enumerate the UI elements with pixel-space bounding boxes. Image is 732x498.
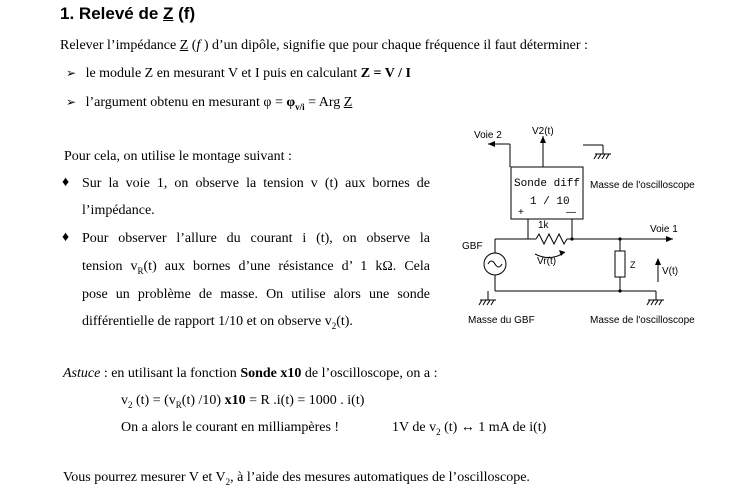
check-item-module: ➢ le module Z en mesurant V et I puis en…	[66, 66, 411, 82]
eq-d: = R .i(t) = 1000 . i(t)	[245, 393, 365, 408]
ground-icon-osc	[646, 299, 664, 306]
voie2-arrowhead	[488, 141, 495, 147]
probe-plus: +	[518, 207, 524, 218]
astuce-note: On a alors le courant en milliampères !	[121, 420, 340, 435]
intro-z: Z	[179, 38, 189, 53]
intro-text-2: (	[188, 38, 197, 53]
bullet-2-line-4: différentielle de rapport 1/10 et on obs…	[82, 314, 353, 331]
footer-line: Vous pourrez mesurer V et V2, à l’aide d…	[63, 470, 530, 487]
voie1-arrowhead	[666, 236, 673, 242]
probe-box	[510, 166, 584, 220]
voie2-label: Voie 2	[474, 130, 502, 141]
bullet-1-line-2: l’impédance.	[82, 203, 155, 218]
eq-c: (t) /10)	[181, 393, 225, 408]
intro-text-3: ) d’un dipôle, signifie que pour chaque …	[200, 38, 588, 53]
arrow-bullet-icon: ➢	[66, 66, 77, 80]
circuit-diagram: Voie 2 V2(t) Sonde diff 1 / 10 + — Masse…	[462, 126, 695, 326]
resistor-label: 1k	[538, 220, 550, 231]
section-title: 1. Relevé de Z (f)	[60, 4, 195, 24]
footer-text-1: Vous pourrez mesurer V et V	[63, 470, 226, 485]
section-title-text: Relevé de	[78, 4, 164, 23]
bullet-2-line-2: tension vR(t) aux bornes d’une résistanc…	[82, 259, 430, 276]
v2t-label: V2(t)	[532, 126, 554, 137]
probe-minus: —	[566, 207, 576, 218]
bullet-2-l4b: (t).	[336, 314, 353, 329]
montage-intro: Pour cela, on utilise le montage suivant…	[64, 149, 292, 164]
vt-label: V(t)	[662, 266, 678, 277]
bullet-1-line-1: Sur la voie 1, on observe la tension v (…	[82, 176, 430, 191]
check-item-argument: ➢ l’argument obtenu en mesurant φ = φv/i…	[66, 95, 352, 112]
footer-text-2: , à l’aide des mesures automatiques de l…	[230, 470, 530, 485]
voie1-label: Voie 1	[650, 224, 678, 235]
eq-a: v	[121, 393, 128, 408]
ground-icon-top	[593, 153, 611, 160]
probe-label: Sonde diff	[514, 178, 580, 190]
footer-sub: 2	[225, 476, 231, 487]
vt-arrowhead	[655, 258, 661, 265]
eq-b: (t) = (v	[132, 393, 176, 408]
check-eq: = Arg	[304, 95, 344, 110]
bullet-2-l4a: différentielle de rapport 1/10 et on obs…	[82, 314, 332, 329]
bullet-2-l2sub: R	[137, 265, 144, 276]
probe-ratio: 1 / 10	[530, 196, 570, 208]
impedance-box	[614, 250, 626, 278]
check-text-module: le module Z en mesurant V et I puis en c…	[85, 66, 361, 81]
intro-line: Relever l’impédance Z (f ) d’un dipôle, …	[60, 38, 588, 54]
vr-label: Vr(t)	[537, 256, 556, 267]
astuce-label: Astuce	[63, 366, 101, 381]
section-title-var: Z	[163, 4, 174, 23]
ground-icon-gbf	[478, 299, 496, 306]
corr-a: 1V de v	[392, 420, 437, 435]
check-phi-sub: v/i	[295, 101, 305, 112]
eq-a-sub: 2	[128, 399, 133, 410]
corr-sub: 2	[436, 426, 441, 437]
astuce-correspondence: 1V de v2 (t) ↔ 1 mA de i(t)	[392, 420, 546, 437]
v2-arrowhead	[540, 136, 546, 143]
z-label: Z	[630, 260, 636, 270]
section-number: 1.	[60, 4, 75, 23]
corr-b: (t) ↔ 1 mA de i(t)	[440, 420, 547, 435]
astuce-equation: v2 (t) = (vR(t) /10) x10 = R .i(t) = 100…	[121, 393, 364, 410]
astuce-text-2: de l’oscilloscope, on a :	[301, 366, 438, 381]
bullet-2-l2a: tension v	[82, 259, 138, 274]
bullet-2-line-1: Pour observer l’allure du courant i (t),…	[82, 231, 430, 246]
check-phi: φ	[286, 95, 296, 110]
astuce-function: Sonde x10	[240, 366, 302, 381]
vr-arrowhead	[559, 250, 565, 256]
arrow-bullet-icon: ➢	[66, 95, 77, 109]
check-text-argument: l’argument obtenu en mesurant φ =	[85, 95, 287, 110]
resistor-symbol	[535, 232, 568, 246]
masse-gbf-label: Masse du GBF	[468, 315, 535, 326]
diamond-bullet-icon: ♦	[62, 175, 70, 190]
astuce-line: Astuce : en utilisant la fonction Sonde …	[63, 366, 437, 382]
check-z: Z	[343, 95, 353, 110]
eq-b-sub: R	[175, 399, 182, 410]
bullet-2-l2b: (t) aux bornes d’une résistance d’ 1 kΩ.…	[143, 259, 430, 274]
intro-text-1: Relever l’impédance	[60, 38, 180, 53]
bullet-2-line-3: pose un problème de masse. On utilise al…	[82, 287, 430, 302]
bullet-2-l4sub: 2	[331, 320, 337, 331]
masse-osc-top-label: Masse de l'oscilloscope	[590, 180, 695, 191]
astuce-text-1: : en utilisant la fonction	[100, 366, 241, 381]
section-title-suffix: (f)	[173, 4, 196, 23]
diamond-bullet-icon: ♦	[62, 230, 70, 245]
eq-bold: x10	[224, 393, 246, 408]
masse-osc-bottom-label: Masse de l'oscilloscope	[590, 315, 695, 326]
check-formula-module: Z = V / I	[360, 66, 411, 81]
gbf-sine-icon	[487, 260, 503, 268]
gbf-label: GBF	[462, 241, 483, 252]
intro-f: f	[196, 38, 201, 53]
